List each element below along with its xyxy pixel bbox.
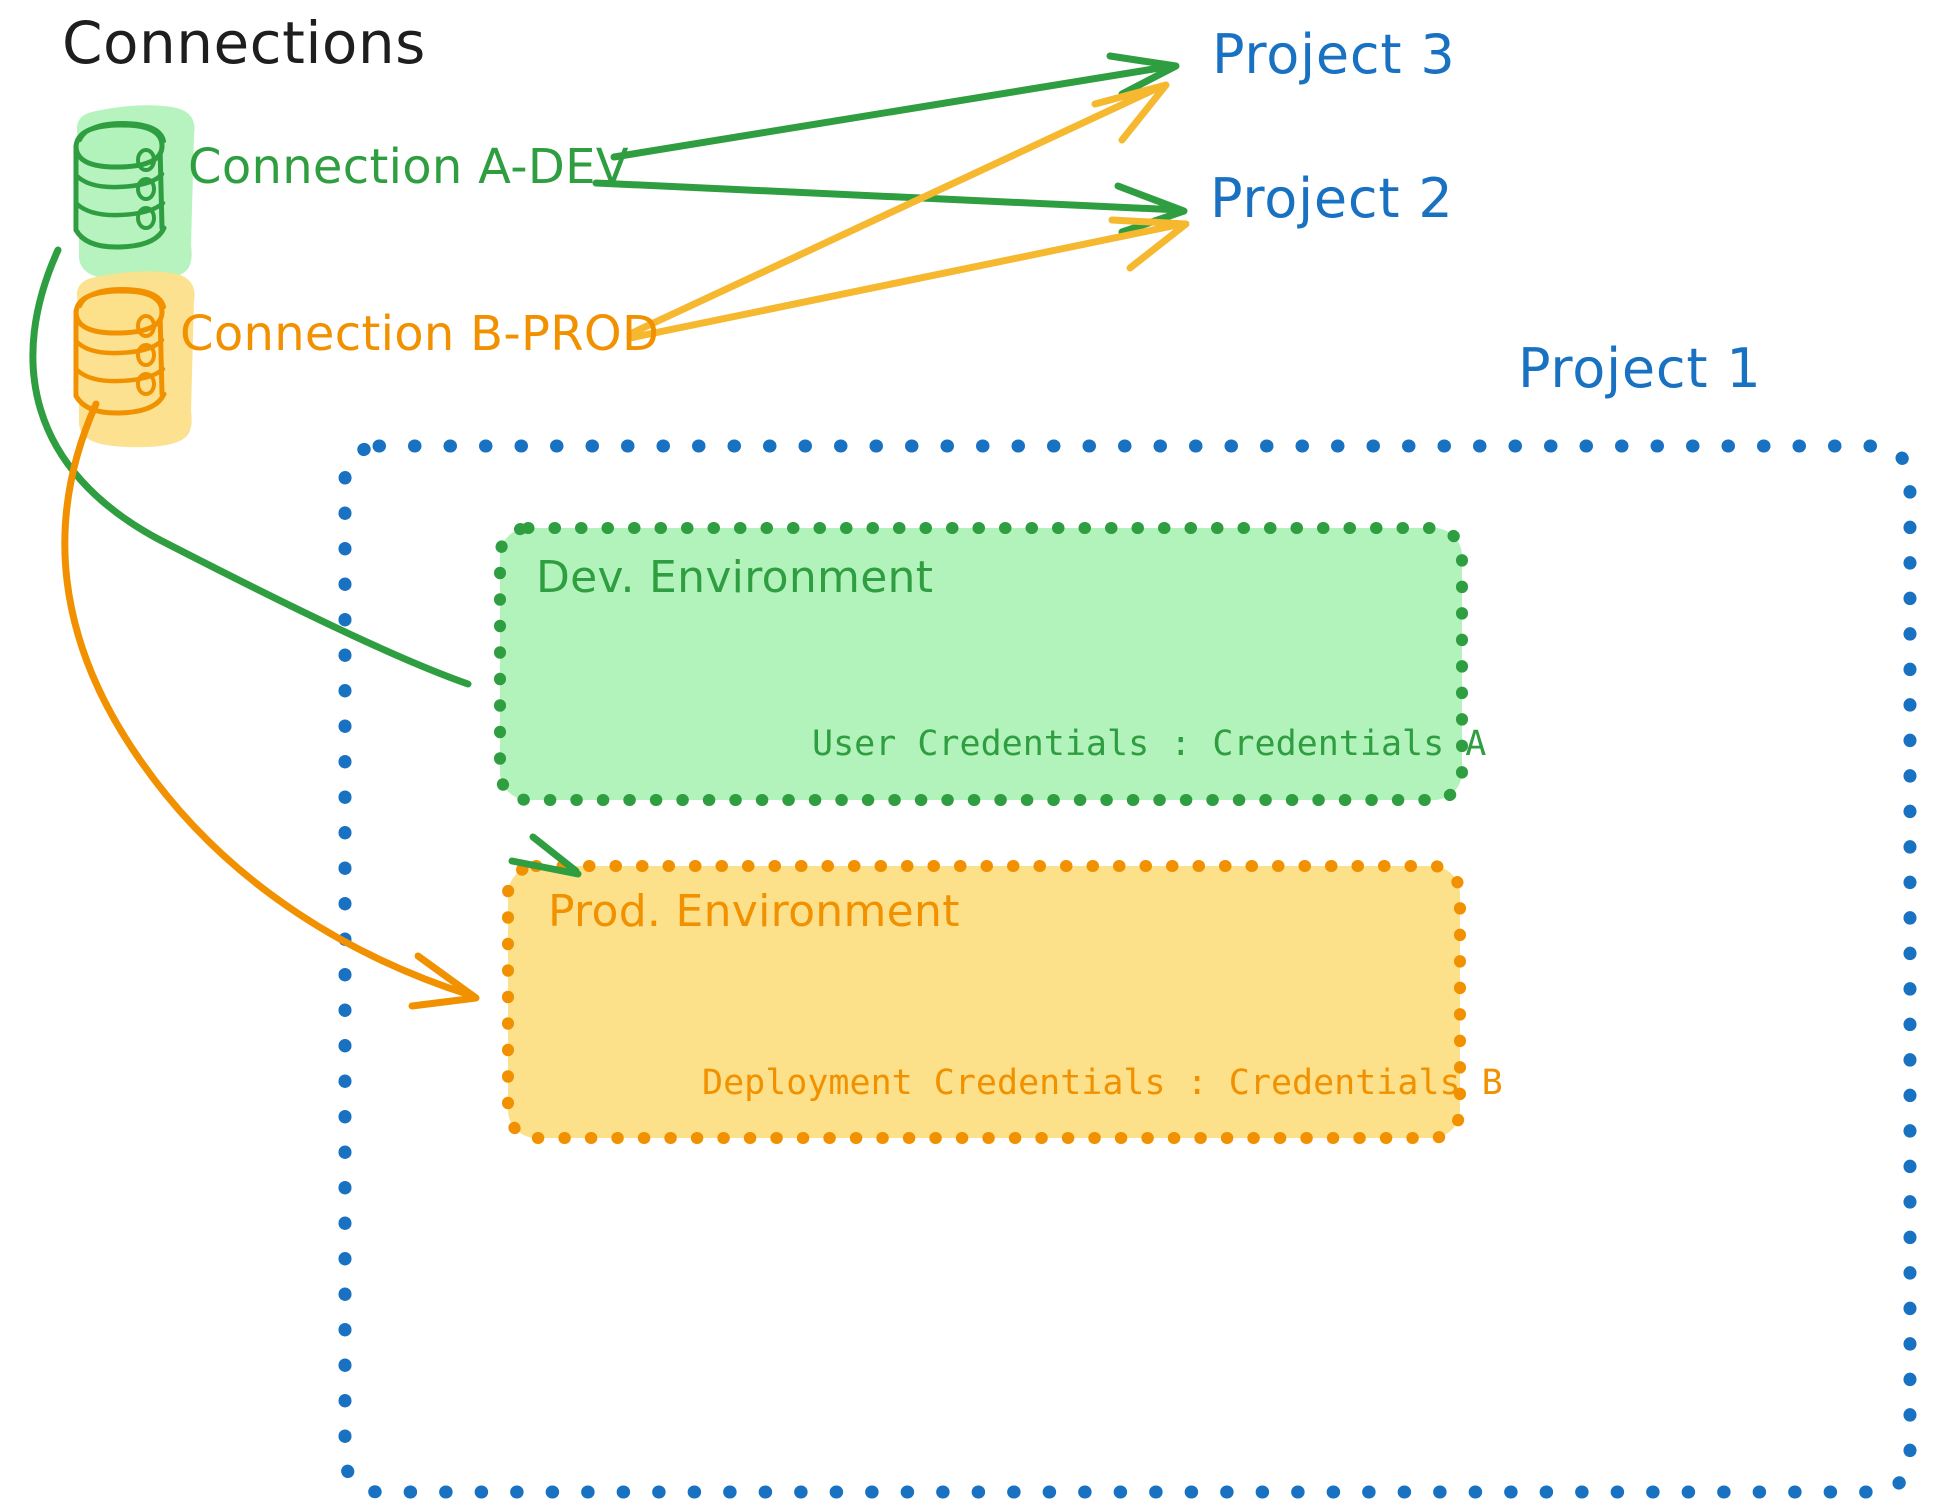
edge-a-dev-to-project-2 bbox=[592, 179, 1188, 236]
dev-environment-box bbox=[494, 522, 1468, 806]
edge-b-prod-to-project-2 bbox=[626, 216, 1190, 342]
prod-environment-title: Prod. Environment bbox=[548, 886, 960, 937]
edge-a-dev-to-dev-environment bbox=[29, 246, 582, 878]
connection-b-prod-label: Connection B-PROD bbox=[180, 306, 660, 362]
dev-environment-credentials: User Credentials : Credentials A bbox=[812, 724, 1487, 764]
page-title: Connections bbox=[62, 9, 426, 77]
edge-a-dev-to-project-3 bbox=[610, 52, 1180, 161]
project-1-label: Project 1 bbox=[1518, 337, 1762, 400]
dev-environment-title: Dev. Environment bbox=[536, 552, 934, 603]
project-1-container bbox=[338, 439, 1917, 1499]
project-2-label: Project 2 bbox=[1210, 167, 1454, 230]
prod-environment-credentials: Deployment Credentials : Credentials B bbox=[702, 1063, 1503, 1103]
prod-environment-box bbox=[502, 860, 1466, 1144]
connection-a-dev-label: Connection A-DEV bbox=[188, 139, 629, 195]
database-icon-a-dev bbox=[73, 105, 195, 282]
edge-b-prod-to-prod-environment bbox=[61, 400, 480, 1010]
database-icon-b-prod bbox=[73, 271, 195, 448]
edge-b-prod-to-project-3 bbox=[626, 81, 1170, 338]
project-3-label: Project 3 bbox=[1212, 23, 1456, 86]
